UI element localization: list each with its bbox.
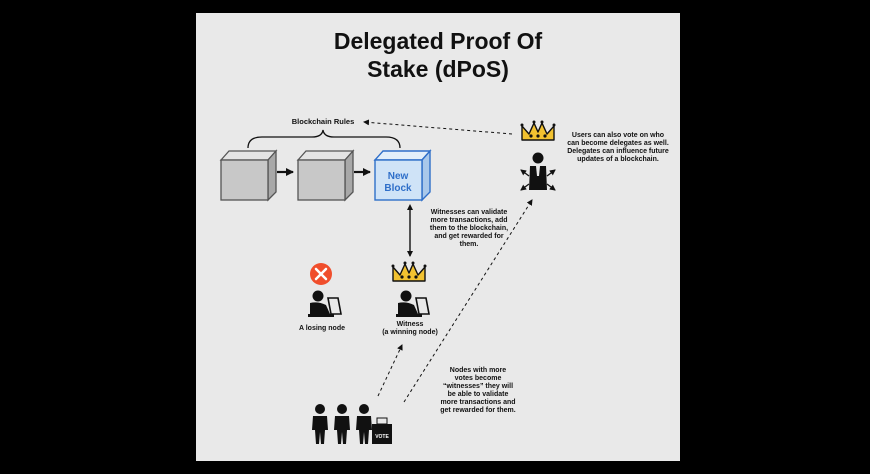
- delegate-person-icon: [520, 152, 556, 191]
- blockchain-brace: [247, 129, 401, 149]
- ballot-box-icon: VOTE: [372, 417, 392, 444]
- delegate-note-line-3: Delegates can influence future: [567, 148, 669, 155]
- ballot-box-label: VOTE: [375, 434, 389, 440]
- voters-note-line-3: “witnesses” they will: [443, 383, 513, 390]
- witness-note-line-2: more transactions, add: [430, 217, 507, 224]
- vote-to-delegate-arrow: [403, 199, 533, 403]
- voters-note-line-6: get rewarded for them.: [440, 407, 516, 414]
- witness-note: Witnesses can validate more transactions…: [430, 209, 508, 248]
- new-block-label-line-2: Block: [384, 183, 412, 194]
- delegate-note-line-2: can become delegates as well.: [567, 140, 669, 147]
- diagram-panel: [196, 13, 680, 461]
- new-block-label-line-1: New: [388, 171, 409, 182]
- voters-note-line-2: votes become: [455, 375, 502, 382]
- cross-icon: [310, 263, 332, 285]
- voters-note-line-4: be able to validate: [448, 391, 509, 398]
- witness-note-line-3: them to the blockchain,: [430, 225, 508, 232]
- witness-label-line-2: (a winning node): [382, 329, 438, 336]
- witness-note-line-5: them.: [460, 241, 479, 248]
- voters-note: Nodes with more votes become “witnesses”…: [440, 367, 516, 414]
- voters-note-line-5: more transactions and: [440, 399, 515, 406]
- block-icon-1: [219, 149, 278, 202]
- block-icon-2: [296, 149, 355, 202]
- witness-label-line-1: Witness: [397, 321, 424, 328]
- blockchain-rules-label: Blockchain Rules: [292, 117, 355, 126]
- delegate-note-line-4: updates of a blockchain.: [577, 156, 659, 163]
- new-block-icon: [373, 149, 432, 202]
- losing-node-label: A losing node: [299, 325, 345, 332]
- title-line-2: Stake (dPoS): [367, 56, 509, 82]
- delegate-note-line-1: Users can also vote on who: [572, 132, 664, 139]
- rules-influence-arrow: [363, 119, 513, 135]
- witness-note-line-1: Witnesses can validate: [431, 209, 508, 216]
- title-line-1: Delegated Proof Of: [334, 28, 543, 54]
- delegate-note: Users can also vote on who can become de…: [567, 132, 669, 163]
- voters-note-line-1: Nodes with more: [450, 367, 507, 374]
- witness-note-line-4: and get rewarded for: [434, 233, 504, 240]
